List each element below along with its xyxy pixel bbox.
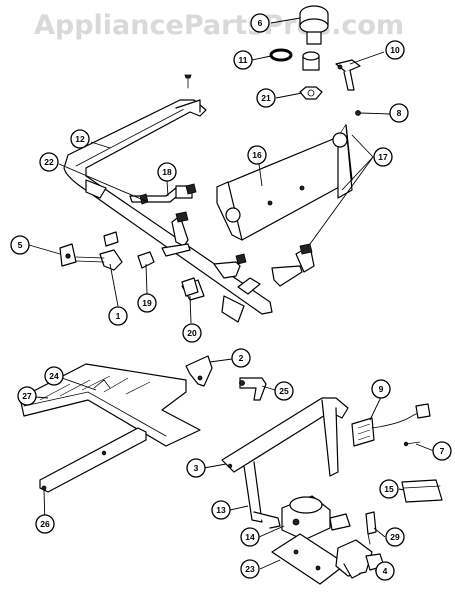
callout-label: 3 [194,463,199,473]
leader-lines [28,17,435,572]
callout-13: 13 [211,500,231,520]
igniter-part [351,403,431,447]
callout-label: 5 [18,240,23,250]
callout-label: 12 [75,134,85,144]
callout-12: 12 [70,129,90,149]
callout-label: 13 [216,505,226,515]
callout-1: 1 [108,306,128,326]
callout-11: 11 [233,50,253,70]
callout-label: 24 [49,371,59,381]
callout-21: 21 [256,88,276,108]
callout-label: 22 [44,157,54,167]
callout-10: 10 [385,40,405,60]
callout-6: 6 [250,13,270,33]
callout-25: 25 [274,381,294,401]
callout-22: 22 [39,152,59,172]
elbow-fitting-part [239,377,267,401]
callout-label: 14 [245,532,255,542]
spark-electrode-part [185,355,213,387]
callout-3: 3 [186,458,206,478]
callout-label: 11 [239,55,248,65]
callout-label: 16 [252,150,262,160]
callout-label: 8 [397,108,402,118]
nut-part [299,86,323,100]
callout-27: 27 [17,386,37,406]
callout-label: 4 [383,566,388,576]
callout-8: 8 [389,103,409,123]
callout-label: 9 [379,384,384,394]
callout-4: 4 [375,561,395,581]
callout-15: 15 [379,479,399,499]
callout-label: 1 [116,311,121,321]
burner-tube-lower-part [221,397,349,529]
callout-14: 14 [240,527,260,547]
screw-part [184,74,361,116]
orifice-hoods-part [137,183,313,297]
callout-5: 5 [10,235,30,255]
manifold-tube-part [63,99,273,323]
callout-23: 23 [240,559,260,579]
callout-label: 2 [239,353,244,363]
orifice-spud-part [365,511,377,545]
thermocouple-bracket-part [335,59,361,91]
callout-24: 24 [44,366,64,386]
callout-label: 25 [279,386,289,396]
callout-label: 21 [261,93,271,103]
callout-7: 7 [432,441,452,461]
callout-label: 29 [390,532,400,542]
callout-label: 27 [22,391,32,401]
callout-26: 26 [35,514,55,534]
watermark-text: AppliancePartsPros.com [34,10,404,41]
wire-part [403,441,421,447]
callout-19: 19 [137,293,157,313]
thermostat-knob-part [299,5,329,71]
valve-part [59,231,123,271]
bracket-plate-part [271,533,347,585]
callout-label: 26 [40,519,50,529]
callout-2: 2 [231,348,251,368]
burner-support-part [39,427,147,493]
callout-label: 20 [187,328,197,338]
callout-label: 15 [384,484,394,494]
callout-16: 16 [247,145,267,165]
callout-9: 9 [371,379,391,399]
thermostat-bracket-part [216,124,353,241]
switch-part [401,479,443,503]
callout-label: 17 [378,152,388,162]
o-ring-part [269,48,293,62]
callout-label: 23 [245,564,255,574]
regulator-part [281,495,351,541]
callout-label: 7 [440,446,445,456]
callout-label: 6 [258,18,263,28]
callout-17: 17 [373,147,393,167]
callout-label: 19 [142,298,152,308]
burner-shield-part [19,363,201,447]
callout-label: 10 [390,45,400,55]
callout-label: 18 [162,167,172,177]
callout-29: 29 [385,527,405,547]
callout-20: 20 [182,323,202,343]
callout-18: 18 [157,162,177,182]
